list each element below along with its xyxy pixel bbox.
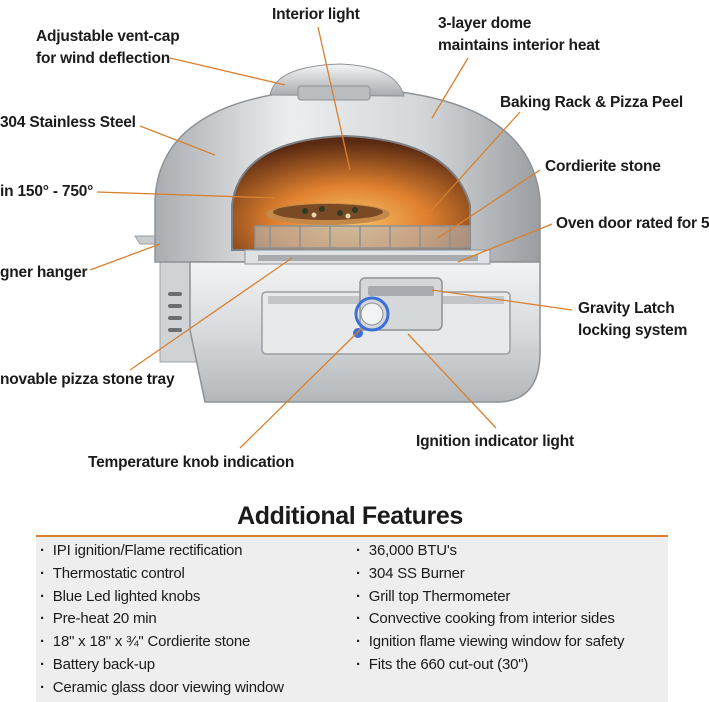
callout-ignition-light: Ignition indicator light xyxy=(416,433,574,450)
ignition-indicator-light xyxy=(353,328,363,338)
feature-item: Ignition flame viewing window for safety xyxy=(356,631,625,654)
temperature-knob xyxy=(354,296,390,332)
callout-temp-range: in 150° - 750° xyxy=(0,183,94,200)
feature-item: Battery back-up xyxy=(40,654,284,677)
callout-interior-light: Interior light xyxy=(272,6,360,23)
features-list-right: 36,000 BTU's 304 SS Burner Grill top The… xyxy=(356,540,625,677)
feature-item: Fits the 660 cut-out (30") xyxy=(356,654,624,677)
callout-hanger: gner hanger xyxy=(0,264,88,281)
baking-rack xyxy=(254,225,471,249)
callout-tray: novable pizza stone tray xyxy=(0,371,175,388)
callout-rack: Baking Rack & Pizza Peel xyxy=(500,94,684,111)
feature-item: Grill top Thermometer xyxy=(356,586,624,609)
feature-item: 18" x 18" x ¾" Cordierite stone xyxy=(40,631,284,654)
callout-latch: Gravity Latch locking system xyxy=(578,300,688,339)
feature-item: 304 SS Burner xyxy=(356,563,624,586)
pizza-on-peel xyxy=(266,203,390,225)
vent-cap xyxy=(269,63,405,101)
callout-steel: 304 Stainless Steel xyxy=(0,114,136,131)
feature-item: 36,000 BTU's xyxy=(356,540,624,563)
callout-vent-cap: Adjustable vent-cap for wind deflection xyxy=(36,28,180,67)
feature-item: Convective cooking from interior sides xyxy=(356,608,624,631)
callout-dome: 3-layer dome maintains interior heat xyxy=(438,15,600,54)
feature-item: Blue Led lighted knobs xyxy=(40,586,284,609)
features-title: Additional Features xyxy=(237,502,463,530)
feature-item: IPI ignition/Flame rectification xyxy=(40,540,284,563)
callout-stone: Cordierite stone xyxy=(545,158,661,175)
pizza-oven-illustration xyxy=(89,26,573,449)
leader-lines xyxy=(89,26,573,449)
feature-item: Pre-heat 20 min xyxy=(40,608,284,631)
feature-item: Ceramic glass door viewing window xyxy=(40,677,284,700)
feature-item: Thermostatic control xyxy=(40,563,284,586)
features-list-left: IPI ignition/Flame rectification Thermos… xyxy=(40,540,284,700)
callout-door: Oven door rated for 5 xyxy=(556,215,709,232)
callout-knob: Temperature knob indication xyxy=(88,454,295,471)
